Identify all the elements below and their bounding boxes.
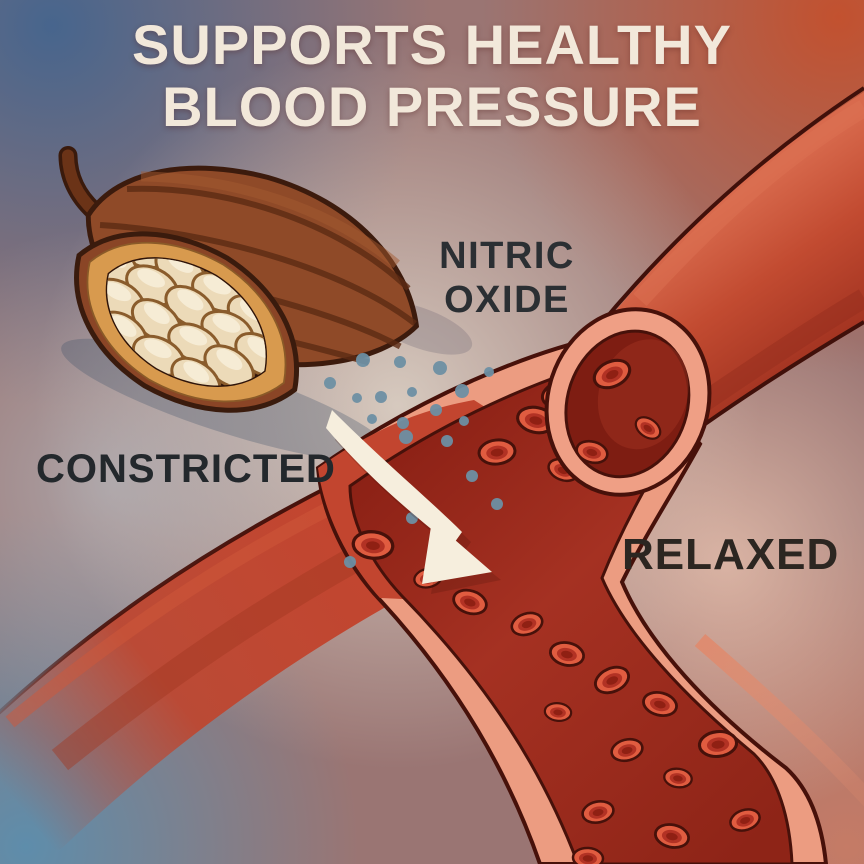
nitric-oxide-dot (367, 414, 377, 424)
constricted-tube-highlight (5, 499, 338, 728)
blood-cell (663, 767, 693, 789)
nitric-oxide-dot (459, 416, 469, 426)
nitric-oxide-dot (484, 367, 494, 377)
blood-cell (549, 641, 585, 667)
page-title: SUPPORTS HEALTHY BLOOD PRESSURE (0, 14, 864, 137)
constricted-label: CONSTRICTED (36, 447, 336, 491)
arrow-shaft (326, 410, 462, 546)
blood-cell (543, 702, 573, 722)
constricted-tube-shading (51, 544, 367, 771)
nitric-oxide-dot (375, 391, 387, 403)
blood-cell (593, 665, 631, 695)
blood-cell (452, 588, 488, 616)
nitric-oxide-dot (407, 387, 417, 397)
blood-cell (654, 823, 690, 849)
pod-highlight (140, 171, 400, 269)
branch-tube-highlight (633, 100, 864, 307)
vessel-wall-streak (694, 633, 864, 807)
nitric-oxide-dot (344, 556, 356, 568)
blood-cell (575, 439, 609, 465)
opening-blood-cells (575, 358, 662, 465)
nitric-oxide-dot (491, 498, 503, 510)
nitric-oxide-dot (397, 417, 409, 429)
nitric-oxide-label-line1: NITRIC (439, 235, 575, 277)
arrow-head (422, 520, 492, 584)
constricted-tube-body (0, 486, 398, 850)
nitric-oxide-dot (455, 384, 469, 398)
open-cacao-pod (74, 228, 299, 413)
cacao-pod-illustration (58, 145, 473, 462)
nitric-oxide-dot (399, 430, 413, 444)
pod-stem-fill (61, 149, 100, 217)
nitric-oxide-dots (324, 353, 503, 568)
blood-cell (581, 800, 615, 824)
relaxed-label: RELAXED (622, 530, 840, 579)
nitric-oxide-dot (394, 356, 406, 368)
blood-cell (634, 416, 662, 440)
relaxed-vessel (315, 333, 829, 864)
upper-branch-vessel (544, 86, 864, 497)
title-line2: BLOOD PRESSURE (162, 74, 702, 138)
blood-cell (571, 846, 605, 864)
nitric-oxide-dot (352, 393, 362, 403)
blood-cell (697, 729, 739, 759)
arrow-icon (326, 410, 501, 594)
blood-cell (642, 690, 678, 718)
blood-cell (477, 438, 517, 466)
branch-tube-edge-top (594, 86, 864, 332)
nitric-oxide-dot (433, 361, 447, 375)
blood-cell (351, 530, 395, 560)
blood-cell (510, 611, 544, 637)
blood-cell (610, 737, 644, 763)
nitric-oxide-dot (430, 404, 442, 416)
nitric-oxide-label-line2: OXIDE (444, 279, 570, 322)
nitric-oxide-dot (441, 435, 453, 447)
nitric-oxide-label: NITRIC OXIDE (407, 234, 607, 322)
nitric-oxide-dot (466, 470, 478, 482)
nitric-oxide-dot (324, 377, 336, 389)
title-line1: SUPPORTS HEALTHY (132, 13, 732, 76)
constricted-tube-edge (0, 482, 335, 715)
constricted-vessel (0, 482, 398, 850)
blood-cell (729, 808, 761, 832)
nitric-oxide-dot (356, 353, 370, 367)
blood-cell (592, 358, 632, 390)
